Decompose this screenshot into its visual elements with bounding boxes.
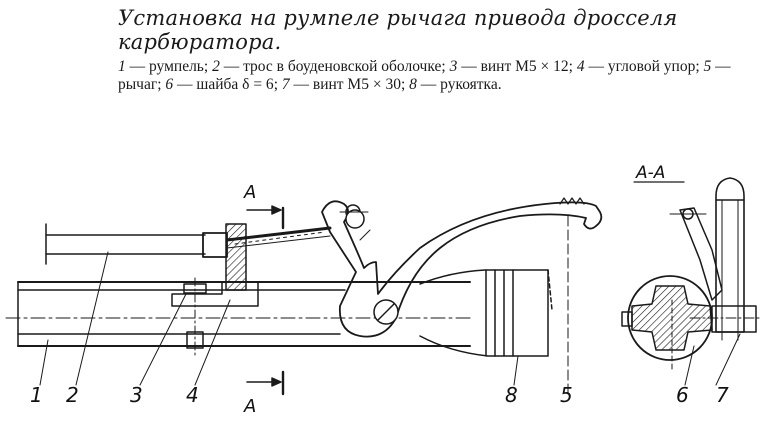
section-mark-top: A: [243, 182, 256, 203]
section-cut-marks: [246, 205, 285, 396]
figure-title: Установка на румпеле рычага привода дрос…: [118, 6, 678, 54]
angle-stop: [171, 223, 259, 307]
callout-7: 7: [716, 383, 729, 407]
tiller: [5, 281, 471, 347]
legend-item-5: 5 — рычаг;: [118, 58, 731, 93]
legend-item-3: 3 — винт М5 × 12;: [449, 58, 577, 75]
leader-lines: [39, 251, 741, 386]
callout-8: 8: [505, 383, 518, 407]
callout-1: 1: [30, 383, 43, 407]
screw-m5x12: [183, 277, 207, 359]
legend-item-6: 6 — шайба δ = 6;: [165, 76, 282, 93]
grip: [419, 269, 553, 357]
legend-item-1: 1 — румпель;: [118, 58, 213, 75]
legend-item-2: 2 — трос в боуденовской оболочке;: [212, 58, 450, 75]
legend-item-4: 4 — угловой упор;: [576, 58, 704, 75]
callout-5: 5: [560, 383, 573, 407]
figure-legend: 1 — румпель; 2 — трос в боуденовской обо…: [118, 58, 758, 94]
callout-2: 2: [66, 383, 79, 407]
legend-item-8: 8 — рукоятка.: [409, 76, 502, 93]
section-mark-bottom: A: [243, 396, 256, 417]
bowden-cable: [45, 223, 332, 265]
callout-4: 4: [186, 383, 199, 407]
callout-6: 6: [676, 383, 689, 407]
lever: [321, 197, 603, 338]
section-view-a-a: [621, 177, 763, 371]
legend-item-7: 7 — винт М5 × 30;: [281, 76, 410, 93]
section-view-label: А-А: [635, 163, 665, 183]
callout-3: 3: [130, 383, 143, 407]
